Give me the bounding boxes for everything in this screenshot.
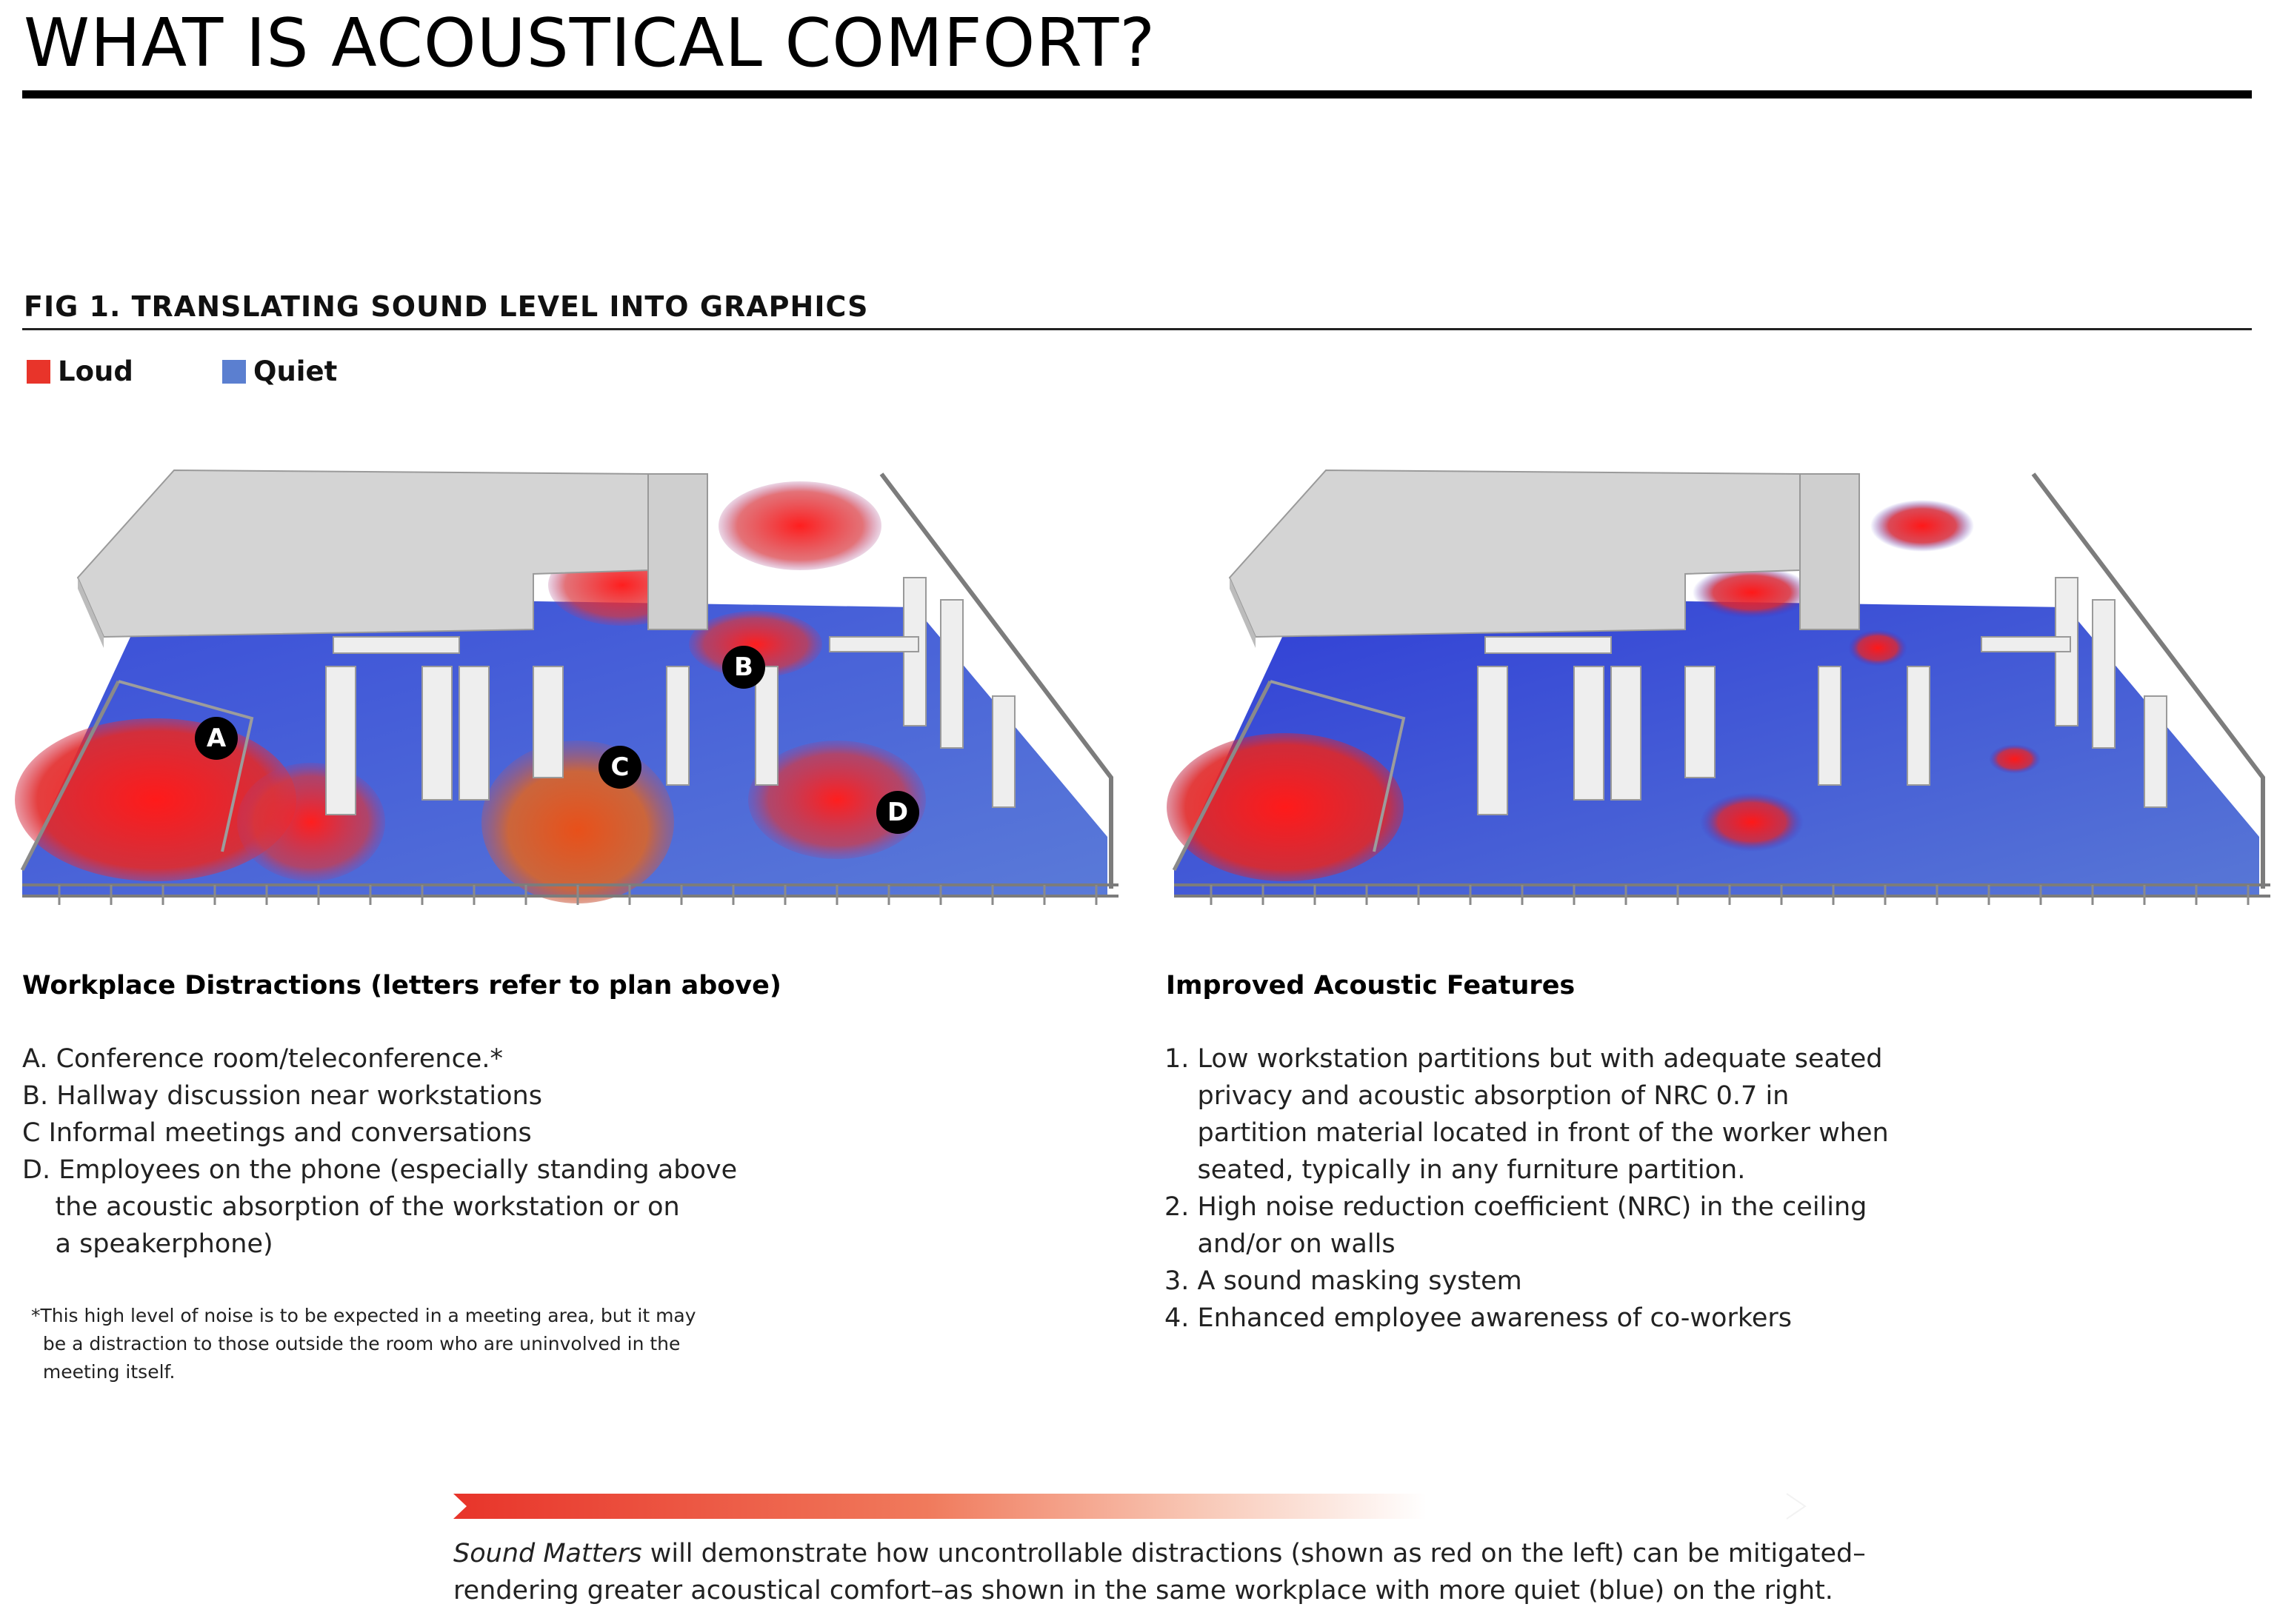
distractions-heading: Workplace Distractions (letters refer to… bbox=[22, 971, 781, 1000]
page-title: WHAT IS ACOUSTICAL COMFORT? bbox=[24, 4, 1156, 82]
list-item: 3. A sound masking system bbox=[1164, 1266, 1522, 1296]
list-item: D. Employees on the phone (especially st… bbox=[22, 1155, 738, 1185]
distractions-list: A. Conference room/teleconference.* B. H… bbox=[22, 1040, 763, 1263]
floor-plan-before-image bbox=[15, 469, 1119, 905]
bottom-caption-line2: rendering greater acoustical comfort–as … bbox=[453, 1576, 1833, 1605]
marker-b: B bbox=[722, 646, 765, 689]
marker-a: A bbox=[195, 717, 238, 760]
floor-plan-after bbox=[1167, 452, 2277, 926]
list-item: 4. Enhanced employee awareness of co-wor… bbox=[1164, 1303, 1793, 1333]
list-item: partition material located in front of t… bbox=[1164, 1118, 1889, 1148]
bottom-caption: Sound Matters will demonstrate how uncon… bbox=[453, 1535, 2083, 1609]
floor-plan-after-image bbox=[1167, 469, 2270, 905]
list-item: seated, typically in any furniture parti… bbox=[1164, 1155, 1746, 1185]
figure-title: FIG 1. TRANSLATING SOUND LEVEL INTO GRAP… bbox=[24, 290, 869, 323]
legend-quiet: Quiet bbox=[222, 355, 337, 387]
features-list: 1. Low workstation partitions but with a… bbox=[1164, 1040, 1942, 1337]
list-item: 2. High noise reduction coefficient (NRC… bbox=[1164, 1192, 1867, 1222]
loud-swatch bbox=[27, 359, 50, 384]
marker-c: C bbox=[599, 746, 641, 789]
title-divider bbox=[22, 90, 2252, 98]
loud-to-quiet-gradient-arrow bbox=[453, 1493, 1807, 1520]
list-item: and/or on walls bbox=[1164, 1229, 1396, 1259]
legend-quiet-label: Quiet bbox=[253, 355, 338, 387]
list-item: B. Hallway discussion near workstations bbox=[22, 1081, 542, 1111]
list-item: privacy and acoustic absorption of NRC 0… bbox=[1164, 1081, 1790, 1111]
list-item: A. Conference room/teleconference.* bbox=[22, 1044, 503, 1074]
features-heading: Improved Acoustic Features bbox=[1166, 971, 1576, 1000]
legend-loud: Loud bbox=[27, 355, 133, 387]
sound-matters-title: Sound Matters bbox=[453, 1539, 642, 1568]
marker-d: D bbox=[876, 791, 919, 834]
list-item: C Informal meetings and conversations bbox=[22, 1118, 532, 1148]
list-item: 1. Low workstation partitions but with a… bbox=[1164, 1044, 1883, 1074]
floor-plan-before: A B C D bbox=[15, 452, 1126, 926]
figure-divider bbox=[22, 328, 2252, 330]
legend-loud-label: Loud bbox=[58, 355, 133, 387]
footnote: *This high level of noise is to be expec… bbox=[31, 1305, 696, 1383]
list-item: the acoustic absorption of the workstati… bbox=[22, 1192, 680, 1222]
quiet-swatch bbox=[222, 359, 246, 384]
list-item: a speakerphone) bbox=[22, 1229, 273, 1259]
bottom-caption-line1: will demonstrate how uncontrollable dist… bbox=[641, 1539, 1866, 1568]
